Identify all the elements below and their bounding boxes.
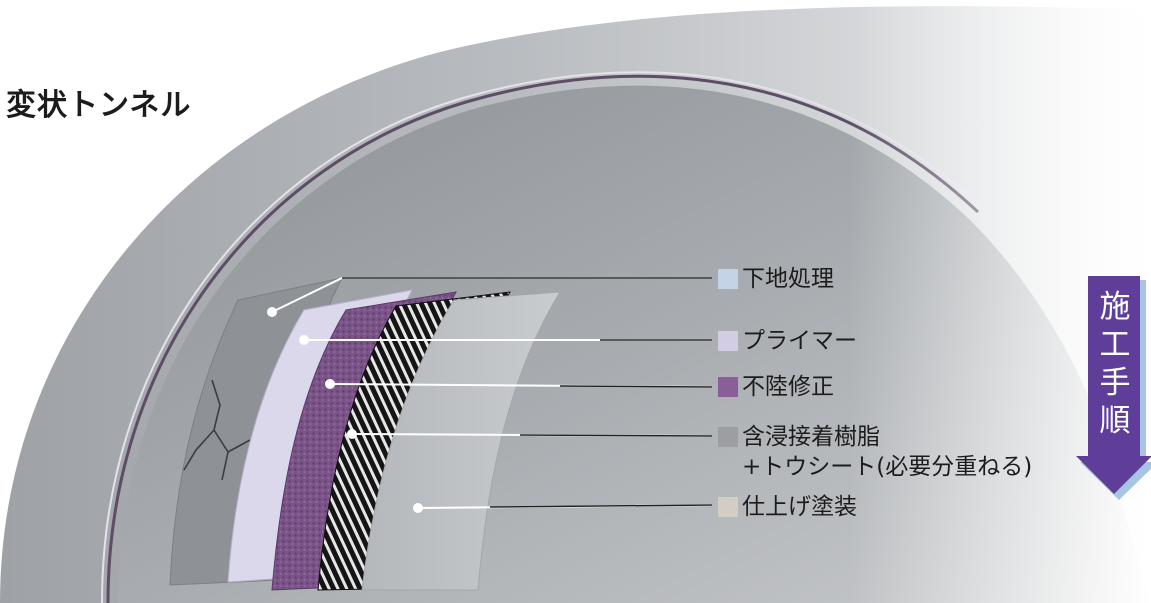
process-arrow-char: 手 bbox=[1099, 365, 1131, 401]
process-arrow-char: 順 bbox=[1099, 403, 1131, 439]
page-title: 変状トンネル bbox=[6, 88, 192, 123]
process-arrow-body bbox=[1076, 276, 1151, 494]
legend-label-topcoat: 仕上げ塗装 bbox=[742, 494, 857, 520]
leader-dot-topcoat bbox=[413, 503, 423, 513]
leader-fiber-ext bbox=[519, 434, 713, 437]
leader-topcoat-ext bbox=[489, 504, 713, 508]
legend-label-substrate: 下地処理 bbox=[742, 266, 834, 292]
tunnel-seam-highlight bbox=[101, 71, 983, 603]
leader-dot-primer bbox=[299, 335, 309, 345]
leader-dot-leveling bbox=[325, 379, 335, 389]
layer-topcoat bbox=[361, 291, 561, 591]
legend-swatch-fiber-sheet bbox=[718, 427, 738, 447]
legend-label-primer: プライマー bbox=[742, 328, 857, 354]
legend-swatch-leveling bbox=[718, 377, 738, 397]
process-arrow-char: 工 bbox=[1099, 327, 1131, 363]
legend-sublabel-fiber-sheet: +トウシート(必要分重ねる) bbox=[742, 454, 1033, 480]
legend-label-leveling: 不陸修正 bbox=[742, 374, 834, 400]
legend-swatch-substrate bbox=[718, 269, 738, 289]
process-arrow-char: 施 bbox=[1099, 289, 1131, 325]
leader-dot-fiber bbox=[347, 429, 357, 439]
process-arrow-label: 施 工 手 順 bbox=[1090, 288, 1140, 440]
legend-swatch-topcoat bbox=[718, 497, 738, 517]
legend-item-leveling: 不陸修正 bbox=[718, 372, 834, 402]
leader-lines bbox=[267, 277, 713, 513]
process-arrow bbox=[1076, 276, 1151, 500]
leader-dot-substrate bbox=[267, 307, 277, 317]
legend-label-fiber-sheet: 含浸接着樹脂 bbox=[742, 424, 880, 450]
legend-item-primer: プライマー bbox=[718, 326, 857, 356]
legend-item-substrate: 下地処理 bbox=[718, 264, 834, 294]
tunnel-seam-line bbox=[106, 74, 980, 603]
crack-line bbox=[183, 379, 251, 481]
legend-item-fiber-sheet: 含浸接着樹脂 +トウシート(必要分重ねる) bbox=[718, 422, 1032, 482]
legend-item-topcoat: 仕上げ塗装 bbox=[718, 492, 857, 522]
legend-swatch-primer bbox=[718, 331, 738, 351]
leader-leveling-ext bbox=[559, 385, 713, 388]
